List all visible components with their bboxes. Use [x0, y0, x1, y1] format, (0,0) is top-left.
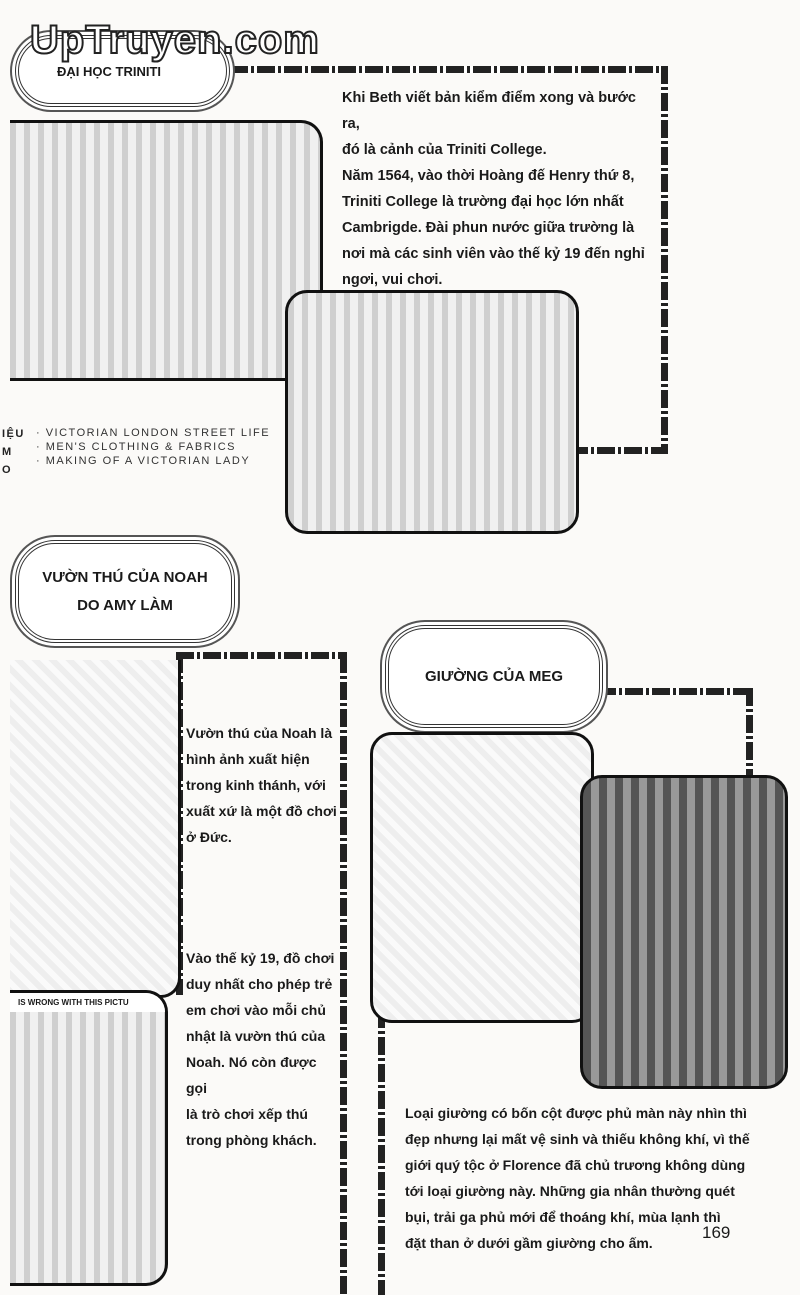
reference-item: · MAKING OF A VICTORIAN LADY: [36, 455, 251, 467]
section-title: ĐẠI HỌC TRINITI: [57, 63, 161, 79]
chain-border: [230, 66, 668, 73]
four-poster-bed-photo: [580, 775, 788, 1089]
reference-item: · MEN'S CLOTHING & FABRICS: [36, 441, 237, 453]
section-banner-meg: GIƯỜNG CỦA MEG: [385, 625, 603, 728]
noah-ark-illustration: IS WRONG WITH THIS PICTU: [10, 990, 168, 1286]
section-title: GIƯỜNG CỦA MEG: [424, 668, 564, 685]
watermark-logo: UpTruyen.com: [29, 17, 320, 63]
chain-border: [570, 447, 668, 454]
chain-border: [176, 652, 347, 659]
noah-description-2: Vào thế kỷ 19, đồ chơi duy nhất cho phép…: [186, 950, 335, 1148]
trinity-college-building-photo: [285, 290, 579, 534]
section-banner-trinity: ĐẠI HỌC TRINITI: [15, 35, 230, 107]
side-fragment: O: [2, 464, 13, 476]
chain-border: [340, 655, 347, 1295]
noah-ark-toy-drawing: [10, 660, 181, 998]
chain-border: [661, 66, 668, 454]
trinity-description: Khi Beth viết bản kiểm điểm xong và bước…: [342, 90, 645, 288]
section-banner-noah: VƯỜN THÚ CỦA NOAH DO AMY LÀM: [15, 540, 235, 643]
side-fragment: M: [2, 446, 13, 458]
page-number: 169: [702, 1223, 731, 1242]
picture-caption: IS WRONG WITH THIS PICTU: [10, 993, 165, 1012]
chain-border: [746, 688, 753, 780]
chain-border: [378, 1010, 385, 1295]
trinity-college-fountain-photo: [10, 120, 323, 381]
reference-item: · VICTORIAN LONDON STREET LIFE: [36, 427, 271, 439]
four-poster-bed-drawing: [370, 732, 594, 1023]
meg-bed-description: Loại giường có bốn cột được phủ màn này …: [405, 1105, 750, 1251]
reference-list: · VICTORIAN LONDON STREET LIFE · MEN'S C…: [36, 426, 270, 468]
noah-description-1: Vườn thú của Noah là hình ảnh xuất hiện …: [186, 725, 337, 845]
section-title: VƯỜN THÚ CỦA NOAH DO AMY LÀM: [42, 568, 208, 614]
chain-border: [598, 688, 753, 695]
cropped-side-text: IỆU M O: [2, 425, 25, 479]
side-fragment: IỆU: [2, 428, 25, 440]
